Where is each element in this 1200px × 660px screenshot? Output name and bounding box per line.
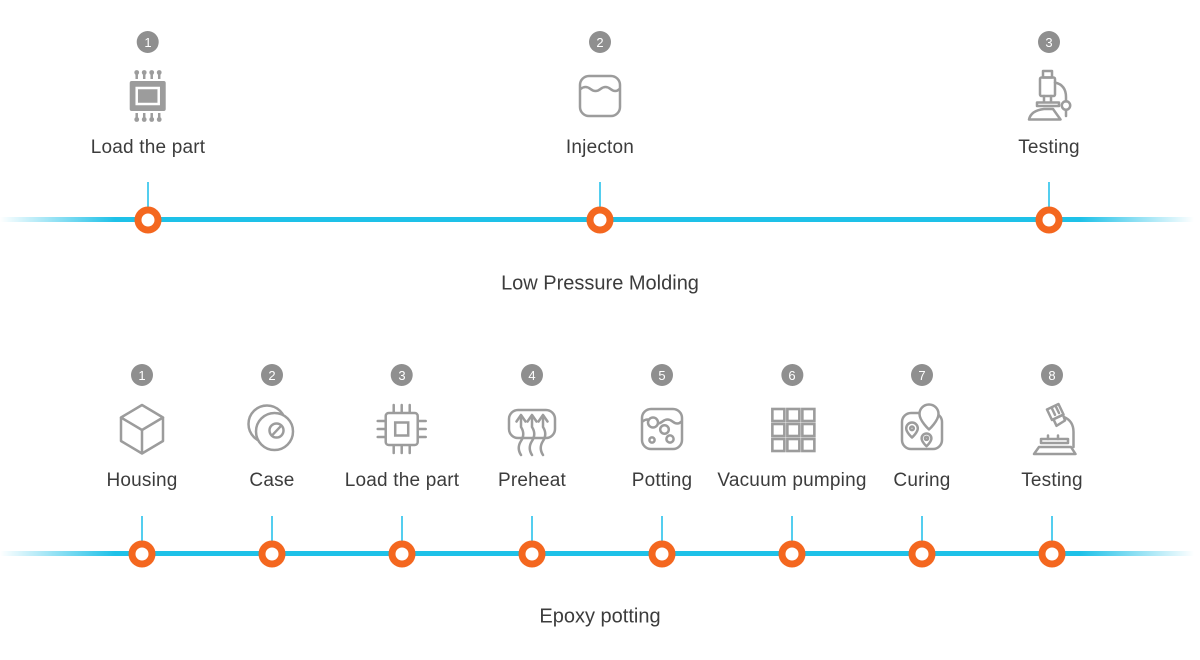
timeline-marker bbox=[586, 206, 614, 233]
timeline-line bbox=[0, 551, 1200, 556]
step-connector-line bbox=[1051, 516, 1053, 554]
step-connector-line bbox=[599, 182, 601, 220]
step-label: Preheat bbox=[498, 470, 566, 491]
step-number-badge: 4 bbox=[521, 364, 543, 386]
step-connector-line bbox=[401, 516, 403, 554]
timeline-marker bbox=[258, 540, 286, 567]
step-number: 4 bbox=[528, 367, 536, 383]
process-step: 7 Curing bbox=[886, 364, 958, 492]
timeline-marker bbox=[134, 206, 162, 233]
step-number-badge: 1 bbox=[136, 31, 159, 53]
step-connector-line bbox=[147, 182, 149, 220]
step-label: Injecton bbox=[565, 137, 635, 158]
step-connector-line bbox=[141, 516, 143, 554]
step-number-badge: 6 bbox=[780, 364, 803, 386]
step-number-badge: 2 bbox=[589, 31, 611, 53]
timeline-marker bbox=[1035, 206, 1063, 233]
step-label: Load the part bbox=[344, 470, 460, 491]
timeline-marker bbox=[518, 540, 546, 567]
heat-arrows-icon bbox=[496, 396, 568, 462]
timeline-marker bbox=[1038, 540, 1066, 567]
grid-squares-icon bbox=[756, 396, 828, 462]
timeline-marker bbox=[778, 540, 806, 567]
step-number: 6 bbox=[788, 367, 796, 383]
process-step: 1 Load the part bbox=[91, 31, 206, 159]
step-number: 1 bbox=[144, 34, 152, 50]
timeline-marker bbox=[388, 540, 416, 567]
step-number: 3 bbox=[1045, 34, 1053, 50]
process-step: 2 Case bbox=[236, 364, 308, 492]
timeline-marker bbox=[128, 540, 156, 567]
step-label: Housing bbox=[106, 470, 178, 491]
chip-filled-icon bbox=[112, 63, 184, 129]
step-label: Potting bbox=[631, 470, 693, 491]
step-number-badge: 1 bbox=[131, 364, 153, 386]
process-step: 4 Preheat bbox=[496, 364, 568, 492]
step-label: Testing bbox=[1021, 470, 1083, 491]
step-connector-line bbox=[921, 516, 923, 554]
section-title: Low Pressure Molding bbox=[501, 272, 699, 295]
step-label: Testing bbox=[1018, 137, 1080, 158]
map-pins-icon bbox=[886, 396, 958, 462]
step-number: 1 bbox=[138, 367, 146, 383]
step-number-badge: 8 bbox=[1041, 364, 1063, 386]
step-number: 2 bbox=[268, 367, 276, 383]
step-number-badge: 7 bbox=[911, 364, 933, 386]
section-title: Epoxy potting bbox=[539, 605, 661, 628]
step-number-badge: 2 bbox=[261, 364, 283, 386]
process-step: 1 Housing bbox=[106, 364, 178, 492]
step-label: Vacuum pumping bbox=[717, 470, 867, 491]
timeline-marker bbox=[908, 540, 936, 567]
chip-outline-icon bbox=[366, 396, 438, 462]
process-step: 6 Vacuum pumping bbox=[717, 364, 866, 492]
potting-bubbles-icon bbox=[626, 396, 698, 462]
step-number: 3 bbox=[398, 367, 406, 383]
microscope-icon bbox=[1013, 63, 1085, 129]
timeline-marker bbox=[648, 540, 676, 567]
step-number: 5 bbox=[658, 367, 666, 383]
step-connector-line bbox=[531, 516, 533, 554]
process-step: 5 Potting bbox=[626, 364, 698, 492]
process-step: 3 Load the part bbox=[345, 364, 460, 492]
step-number-badge: 3 bbox=[1038, 31, 1060, 53]
step-number: 8 bbox=[1048, 367, 1056, 383]
liquid-container-icon bbox=[564, 63, 636, 129]
process-step: 3 Testing bbox=[1013, 31, 1085, 159]
step-number-badge: 3 bbox=[390, 364, 413, 386]
tape-roll-icon bbox=[236, 396, 308, 462]
step-number-badge: 5 bbox=[651, 364, 673, 386]
cube-icon bbox=[106, 396, 178, 462]
process-step: 8 Testing bbox=[1016, 364, 1088, 492]
step-label: Curing bbox=[893, 470, 951, 491]
step-label: Case bbox=[249, 470, 295, 491]
process-step: 2 Injecton bbox=[564, 31, 636, 159]
step-label: Load the part bbox=[90, 137, 206, 158]
step-number: 2 bbox=[596, 34, 604, 50]
step-connector-line bbox=[791, 516, 793, 554]
step-number: 7 bbox=[918, 367, 926, 383]
step-connector-line bbox=[1048, 182, 1050, 220]
step-connector-line bbox=[661, 516, 663, 554]
microscope-tilted-icon bbox=[1016, 396, 1088, 462]
step-connector-line bbox=[271, 516, 273, 554]
